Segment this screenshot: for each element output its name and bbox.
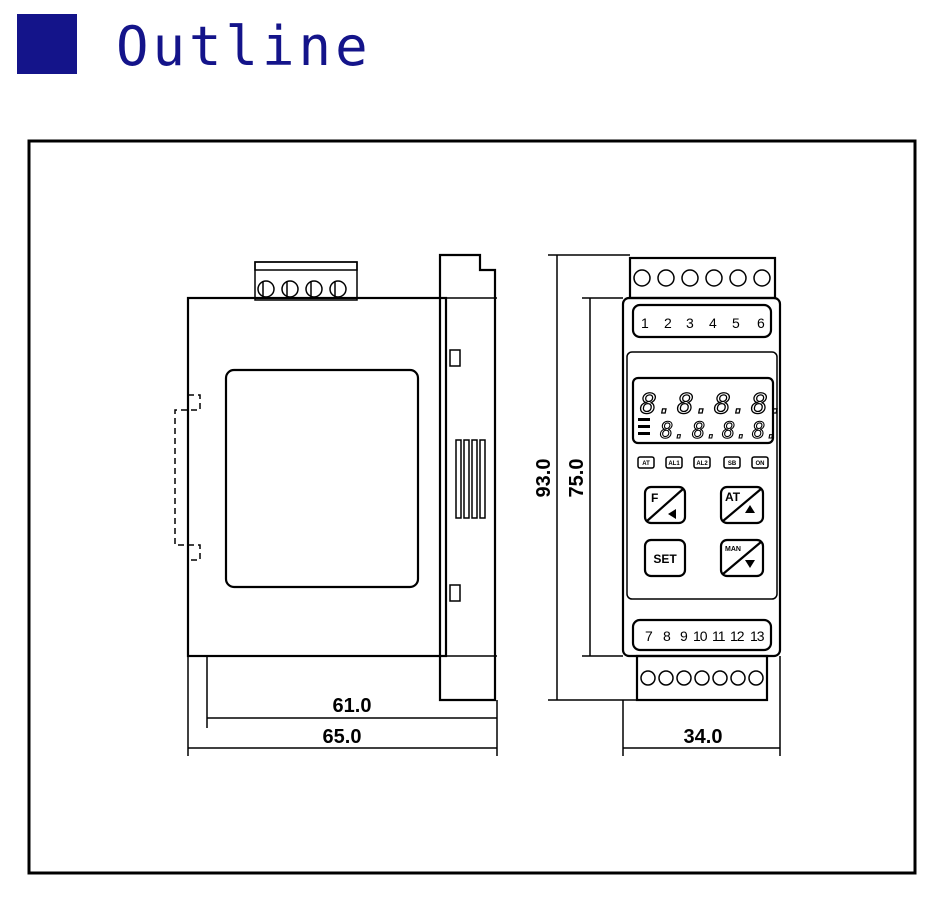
dim-65: 65.0 [323, 726, 362, 748]
digit: 8. [722, 419, 749, 444]
digit: 8. [752, 419, 779, 444]
digit: 8. [714, 387, 748, 420]
indicator-label: SB [728, 461, 737, 467]
button-at: AT [719, 485, 765, 525]
dim-75: 75.0 [566, 459, 588, 498]
button-label: MAN [725, 546, 741, 553]
side-window [224, 368, 420, 589]
digit: 8. [677, 387, 711, 420]
dim-93: 93.0 [533, 459, 555, 498]
indicator-label: ON [756, 461, 765, 467]
terminal-label: 7 [645, 628, 653, 644]
header-square-icon [17, 14, 77, 74]
indicator-label: AL1 [668, 461, 680, 467]
terminal-label: 13 [750, 628, 765, 644]
terminal-label: 6 [757, 315, 765, 331]
din-rail [174, 394, 201, 561]
button-label: AT [725, 490, 741, 504]
digit: 8. [692, 419, 719, 444]
side-body [186, 296, 448, 658]
bottom-terminal-labels: 7 8 9 10 11 12 13 [645, 628, 766, 644]
terminal-label: 10 [693, 628, 708, 644]
page-title: Outline [116, 15, 372, 78]
button-label: F [651, 491, 658, 505]
din-clip [438, 253, 497, 702]
front-bottom-terminals [635, 654, 769, 702]
terminal-label: 3 [686, 315, 694, 331]
terminal-label: 8 [663, 628, 671, 644]
digit: 8. [660, 419, 687, 444]
side-terminal-block [254, 261, 358, 301]
front-view: 1 2 3 4 5 6 8. 8. 8. 8. 8. 8. 8. 8. AT A… [533, 254, 785, 756]
terminal-label: 2 [664, 315, 672, 331]
front-panel [626, 351, 778, 600]
drawing-frame [27, 139, 917, 875]
indicator-label: AL2 [696, 461, 708, 467]
terminal-label: 11 [712, 628, 726, 644]
display [631, 376, 775, 445]
digit: 8. [640, 387, 674, 420]
indicators: AT AL1 AL2 SB ON [637, 456, 769, 469]
button-label: SET [653, 552, 677, 566]
dim-61: 61.0 [333, 695, 372, 717]
indicator-label: AT [642, 461, 650, 467]
button-man: MAN [719, 538, 765, 578]
button-set: SET [643, 538, 687, 578]
terminal-label: 4 [709, 315, 717, 331]
side-view: 61.0 65.0 [174, 253, 498, 756]
vent-slots [455, 439, 486, 519]
button-f: F [643, 485, 687, 525]
terminal-label: 1 [641, 315, 649, 331]
terminal-label: 5 [732, 315, 740, 331]
digit: 8. [751, 387, 785, 420]
terminal-label: 9 [680, 628, 688, 644]
terminal-label: 12 [730, 628, 745, 644]
dim-34: 34.0 [684, 726, 723, 748]
